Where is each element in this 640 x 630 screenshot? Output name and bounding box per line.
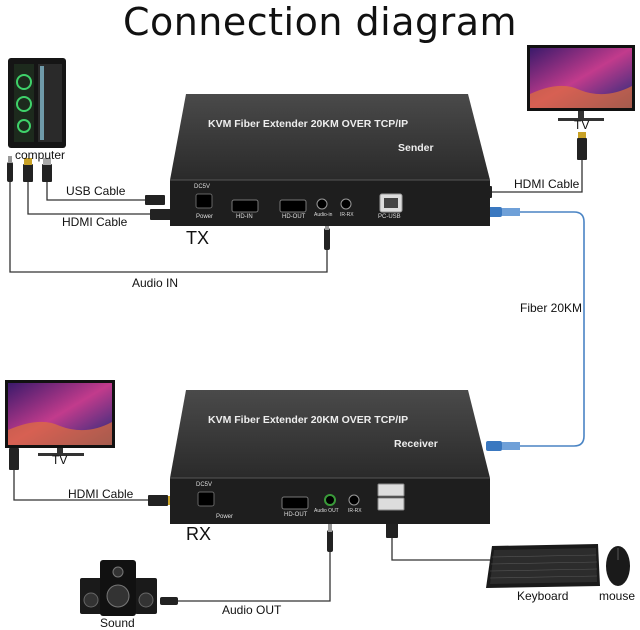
audio-plug-sender xyxy=(324,228,330,250)
fiber-connector-top xyxy=(486,207,520,217)
receiver-dc-label: DC5V xyxy=(196,482,213,488)
hdmi-plug-tv-bottom xyxy=(9,448,19,470)
sender-hdin-label: HD-IN xyxy=(236,214,253,220)
keyboard-label: Keyboard xyxy=(517,589,569,603)
hdmi-plug-sender xyxy=(150,209,172,220)
hdmi-cable-tv-bottom-label: HDMI Cable xyxy=(68,487,134,501)
sender-power-label: Power xyxy=(196,214,214,220)
audio-plug-receiver xyxy=(327,530,333,552)
sender-box xyxy=(170,94,490,226)
receiver-hdout-label: HD-OUT xyxy=(284,512,308,518)
tx-tag: TX xyxy=(186,228,210,248)
usb-cable-kbd xyxy=(391,538,490,561)
hdmi-plug-tv-top xyxy=(577,138,587,160)
mouse-icon xyxy=(606,546,630,586)
sender-product-label: KVM Fiber Extender 20KM OVER TCP/IP xyxy=(208,118,409,130)
sender-audio-label: Audio-in xyxy=(314,212,333,218)
sender-role-label: Sender xyxy=(398,142,434,154)
sender-hdout-label: HD-OUT xyxy=(282,214,306,220)
audio-out-cable xyxy=(175,552,331,602)
tv-top-icon xyxy=(527,45,635,121)
diagram-title: Connection diagram xyxy=(122,0,518,44)
receiver-box xyxy=(170,390,490,524)
keyboard-icon xyxy=(486,544,600,588)
tv-bottom-label: TV xyxy=(52,453,68,467)
tv-bottom-icon xyxy=(5,380,115,456)
hdmi-cable-tv-bottom xyxy=(13,470,160,501)
audio-in-cable xyxy=(9,180,328,273)
receiver-role-label: Receiver xyxy=(394,438,438,450)
hdmi-cable-tv-top xyxy=(490,160,583,193)
rx-tag: RX xyxy=(186,524,212,544)
hdmi-plug-receiver xyxy=(148,495,168,506)
hdmi-cable-pc xyxy=(27,182,150,215)
receiver-power-label: Power xyxy=(216,514,234,520)
receiver-audio-label: Audio OUT xyxy=(314,508,339,514)
sender-dc-label: DC5V xyxy=(194,184,211,190)
receiver-product-label: KVM Fiber Extender 20KM OVER TCP/IP xyxy=(208,414,409,426)
mouse-label: mouse xyxy=(599,589,636,603)
sender-usb-label: PC-USB xyxy=(378,214,401,220)
sender-ir-label: IR-RX xyxy=(340,212,354,218)
audio-in-label: Audio IN xyxy=(132,276,179,290)
sound-icon xyxy=(80,560,157,616)
computer-icon xyxy=(8,58,66,148)
usb-cable xyxy=(46,182,145,201)
usb-plug-sender xyxy=(145,195,165,205)
computer-plugs xyxy=(7,156,52,182)
sound-label: Sound xyxy=(100,616,135,630)
hdmi-cable-tv-top-label: HDMI Cable xyxy=(514,177,580,191)
fiber-cable xyxy=(500,211,585,447)
computer-label: computer xyxy=(15,148,66,162)
audio-plug-sound xyxy=(160,597,178,605)
audio-out-label: Audio OUT xyxy=(222,603,282,617)
receiver-ir-label: IR-RX xyxy=(348,508,362,514)
tv-top-label: TV xyxy=(574,118,590,132)
fiber-connector-bottom xyxy=(486,441,520,451)
hdmi-cable-pc-label: HDMI Cable xyxy=(62,215,128,229)
usb-cable-label: USB Cable xyxy=(66,184,126,198)
fiber-label: Fiber 20KM xyxy=(520,301,583,315)
